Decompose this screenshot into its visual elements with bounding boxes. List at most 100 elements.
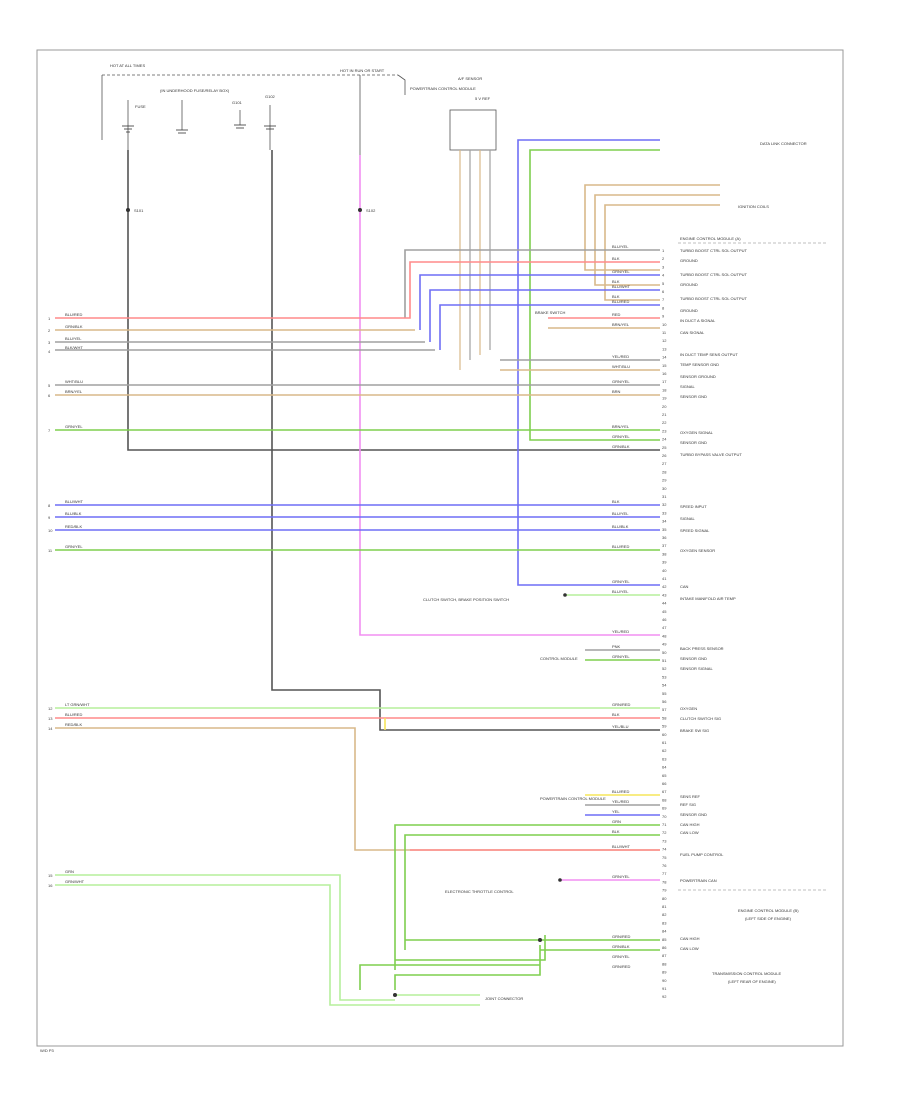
pin-description: REF SIG bbox=[680, 802, 696, 807]
splice-dot bbox=[558, 878, 562, 882]
connector-pin: 3 bbox=[662, 264, 665, 269]
connector-pin: 58 bbox=[662, 715, 667, 720]
left-pin: 9 bbox=[48, 515, 51, 520]
wire-color-label: BLU/YEL bbox=[612, 244, 629, 249]
fuse-location-label: (IN UNDERHOOD FUSE/RELAY BOX) bbox=[160, 88, 230, 93]
horizontal-wires bbox=[55, 249, 660, 1006]
wire-color-label: BLU/WHT bbox=[612, 844, 631, 849]
pin-description: SPEED SIGNAL bbox=[680, 528, 710, 533]
connector-pin: 52 bbox=[662, 666, 667, 671]
splice-s101-label: S101 bbox=[134, 208, 144, 213]
wire-color-label: RED bbox=[612, 312, 621, 317]
connector-pin: 46 bbox=[662, 617, 667, 622]
left-wire-label: BLU/WHT bbox=[65, 499, 84, 504]
connector-pin: 56 bbox=[662, 699, 667, 704]
connector-pin: 55 bbox=[662, 691, 667, 696]
splice-dot bbox=[538, 938, 542, 942]
connector-pin: 62 bbox=[662, 748, 667, 753]
connector-pin: 41 bbox=[662, 576, 667, 581]
connector-pin: 33 bbox=[662, 510, 667, 515]
left-pin: 14 bbox=[48, 726, 53, 731]
tcm-location: (LEFT REAR OF ENGINE) bbox=[728, 979, 776, 984]
ground-g102-label: G102 bbox=[265, 94, 276, 99]
connector-pin: 21 bbox=[662, 412, 667, 417]
pin-description: INTAKE MANIFOLD AIR TEMP bbox=[680, 596, 736, 601]
pin-description: TURBO BOOST CTRL SOL OUTPUT bbox=[680, 248, 748, 253]
left-wire-label: BLU/YEL bbox=[65, 336, 82, 341]
note-etc: ELECTRONIC THROTTLE CONTROL bbox=[445, 889, 514, 894]
left-pin: 13 bbox=[48, 716, 53, 721]
pin-description: SIGNAL bbox=[680, 516, 695, 521]
connector-pin: 82 bbox=[662, 912, 667, 917]
wire-color-label: GRN/BLK bbox=[612, 944, 630, 949]
ground-g101-label: G101 bbox=[232, 100, 243, 105]
left-pin: 15 bbox=[48, 873, 53, 878]
pin-description: CLUTCH SWITCH SIG bbox=[680, 716, 721, 721]
left-pin: 6 bbox=[48, 393, 51, 398]
connector-pin: 71 bbox=[662, 822, 667, 827]
connector-pin: 75 bbox=[662, 855, 667, 860]
af-sensor-box bbox=[449, 109, 497, 151]
wire-color-label: GRN/YEL bbox=[612, 434, 630, 439]
wire-color-label: GRN/RED bbox=[612, 934, 631, 939]
connector-pin: 89 bbox=[662, 970, 667, 975]
connector-pin: 53 bbox=[662, 674, 667, 679]
connector-pin: 37 bbox=[662, 543, 667, 548]
connector-pin: 36 bbox=[662, 535, 667, 540]
connector-pin: 8 bbox=[662, 305, 665, 310]
pin-description: POWERTRAIN CAN bbox=[680, 878, 717, 883]
connector-pin: 38 bbox=[662, 551, 667, 556]
pin-description: CAN HIGH bbox=[680, 936, 700, 941]
ref-label: 5 V REF bbox=[475, 96, 491, 101]
af-sensor-label: A/F SENSOR bbox=[458, 76, 482, 81]
connector-pin: 76 bbox=[662, 863, 667, 868]
left-wire-label: GRN bbox=[65, 869, 74, 874]
connector-pin: 2 bbox=[662, 256, 665, 261]
pin-description: BACK PRESS SENSOR bbox=[680, 646, 724, 651]
connector-pin: 26 bbox=[662, 453, 667, 458]
left-wire-label: GRN/WHT bbox=[65, 879, 85, 884]
wire-color-label: BLU/RED bbox=[612, 789, 629, 794]
left-wire-label: GRN/YEL bbox=[65, 424, 83, 429]
right-top-wires bbox=[517, 139, 720, 586]
wire-color-label: PNK bbox=[612, 644, 621, 649]
pin-description: SENSOR GND bbox=[680, 812, 707, 817]
pin-description: TEMP SENSOR GND bbox=[680, 362, 719, 367]
connector-pin: 84 bbox=[662, 929, 667, 934]
connector-pin: 92 bbox=[662, 994, 667, 999]
wire-color-label: BLU/RED bbox=[612, 299, 629, 304]
wire-color-label: BLK bbox=[612, 279, 620, 284]
connector-pin: 30 bbox=[662, 486, 667, 491]
connector-pin: 20 bbox=[662, 404, 667, 409]
connector-pin: 32 bbox=[662, 502, 667, 507]
pin-description: SPEED INPUT bbox=[680, 504, 707, 509]
top-power-section bbox=[101, 74, 406, 155]
tcm-label: TRANSMISSION CONTROL MODULE bbox=[712, 971, 782, 976]
connector-header: ENGINE CONTROL MODULE (A) bbox=[680, 236, 741, 241]
connector-pin: 74 bbox=[662, 847, 667, 852]
wire-color-label: BRN/YEL bbox=[612, 322, 630, 327]
connector-pin: 13 bbox=[662, 346, 667, 351]
connector-pin: 25 bbox=[662, 445, 667, 450]
left-wire-label: BLU/RED bbox=[65, 312, 82, 317]
connector-pin: 9 bbox=[662, 314, 665, 319]
connector-pin: 67 bbox=[662, 789, 667, 794]
wire-color-label: BLK bbox=[612, 294, 620, 299]
left-wire-labels: 1 BLU/RED 2 GRN/BLK 3 BLU/YEL 4 BLK/WHT … bbox=[48, 312, 90, 888]
dlc-label: DATA LINK CONNECTOR bbox=[760, 141, 807, 146]
wire-color-label: GRN/RED bbox=[612, 702, 631, 707]
note-clutch-brake: CLUTCH SWITCH, BRAKE POSITION SWITCH bbox=[423, 597, 509, 602]
connector-pin: 34 bbox=[662, 519, 667, 524]
connector-pin: 72 bbox=[662, 830, 667, 835]
splice-s102-label: S102 bbox=[366, 208, 376, 213]
connector-pin: 24 bbox=[662, 437, 667, 442]
connector-pin: 12 bbox=[662, 338, 667, 343]
connector-pin: 70 bbox=[662, 814, 667, 819]
pin-description: TURBO BOOST CTRL SOL OUTPUT bbox=[680, 296, 748, 301]
connector-pin: 64 bbox=[662, 765, 667, 770]
connector-pin: 48 bbox=[662, 633, 667, 638]
note-pcm: POWERTRAIN CONTROL MODULE bbox=[540, 796, 606, 801]
pin-description: SENSOR GND bbox=[680, 394, 707, 399]
left-pin: 2 bbox=[48, 328, 51, 333]
